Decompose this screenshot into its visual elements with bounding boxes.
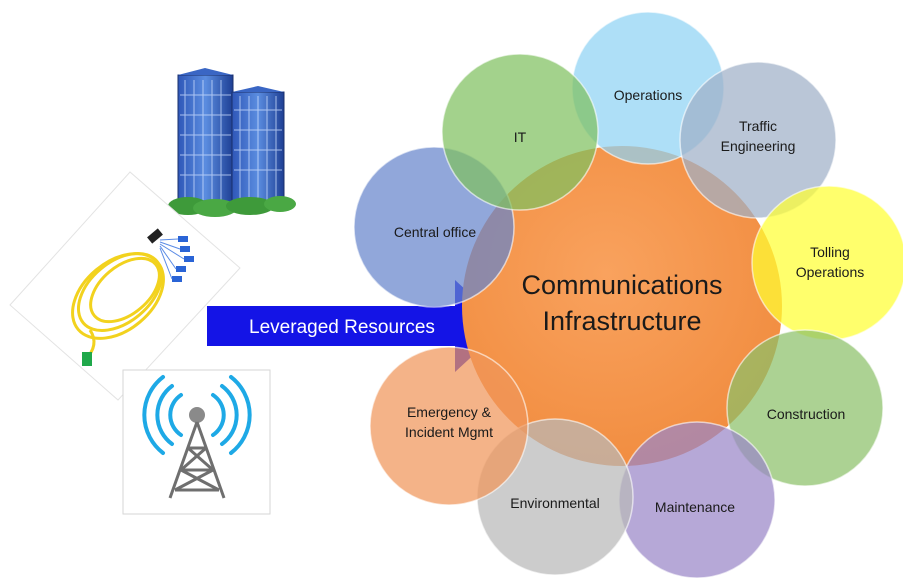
leveraged-resources-arrow: Leveraged Resources <box>207 280 505 372</box>
node-label: IT <box>514 129 527 145</box>
node-circle <box>726 329 884 487</box>
center-label-line: Communications <box>521 270 722 300</box>
node-label-line: Construction <box>767 406 846 422</box>
node-label-line: Operations <box>614 87 682 103</box>
node-label-line: Central office <box>394 224 476 240</box>
arrow-label: Leveraged Resources <box>249 317 435 338</box>
node-circle <box>679 61 837 219</box>
node-label-line: Engineering <box>721 138 796 154</box>
node-label: Maintenance <box>655 499 735 515</box>
center-label-line: Infrastructure <box>542 306 701 336</box>
cell-tower-icon <box>122 369 271 515</box>
node-label-line: Tolling <box>810 244 850 260</box>
node-label: Construction <box>767 406 846 422</box>
node-label-line: Traffic <box>739 118 777 134</box>
node-label: Environmental <box>510 495 600 511</box>
node-label: Emergency & Incident Mgmt <box>405 404 493 440</box>
node-it: IT <box>441 53 599 211</box>
node-label-line: Maintenance <box>655 499 735 515</box>
node-label-line: Operations <box>796 264 864 280</box>
buildings-icon <box>168 68 296 217</box>
node-emergency-incident-mgmt: Emergency & Incident Mgmt <box>369 346 529 506</box>
node-circle <box>369 346 529 506</box>
node-circle <box>441 53 599 211</box>
center-node <box>462 146 782 466</box>
fiber-cable-icon <box>9 171 241 401</box>
node-construction: Construction <box>726 329 884 487</box>
node-label-line: Incident Mgmt <box>405 424 493 440</box>
node-circle <box>751 185 903 341</box>
node-maintenance: Maintenance <box>618 421 776 579</box>
node-label: Central office <box>394 224 476 240</box>
resource-icons <box>9 68 296 515</box>
node-label-line: IT <box>514 129 527 145</box>
node-label-line: Environmental <box>510 495 600 511</box>
node-label: Operations <box>614 87 682 103</box>
node-label-line: Emergency & <box>407 404 492 420</box>
